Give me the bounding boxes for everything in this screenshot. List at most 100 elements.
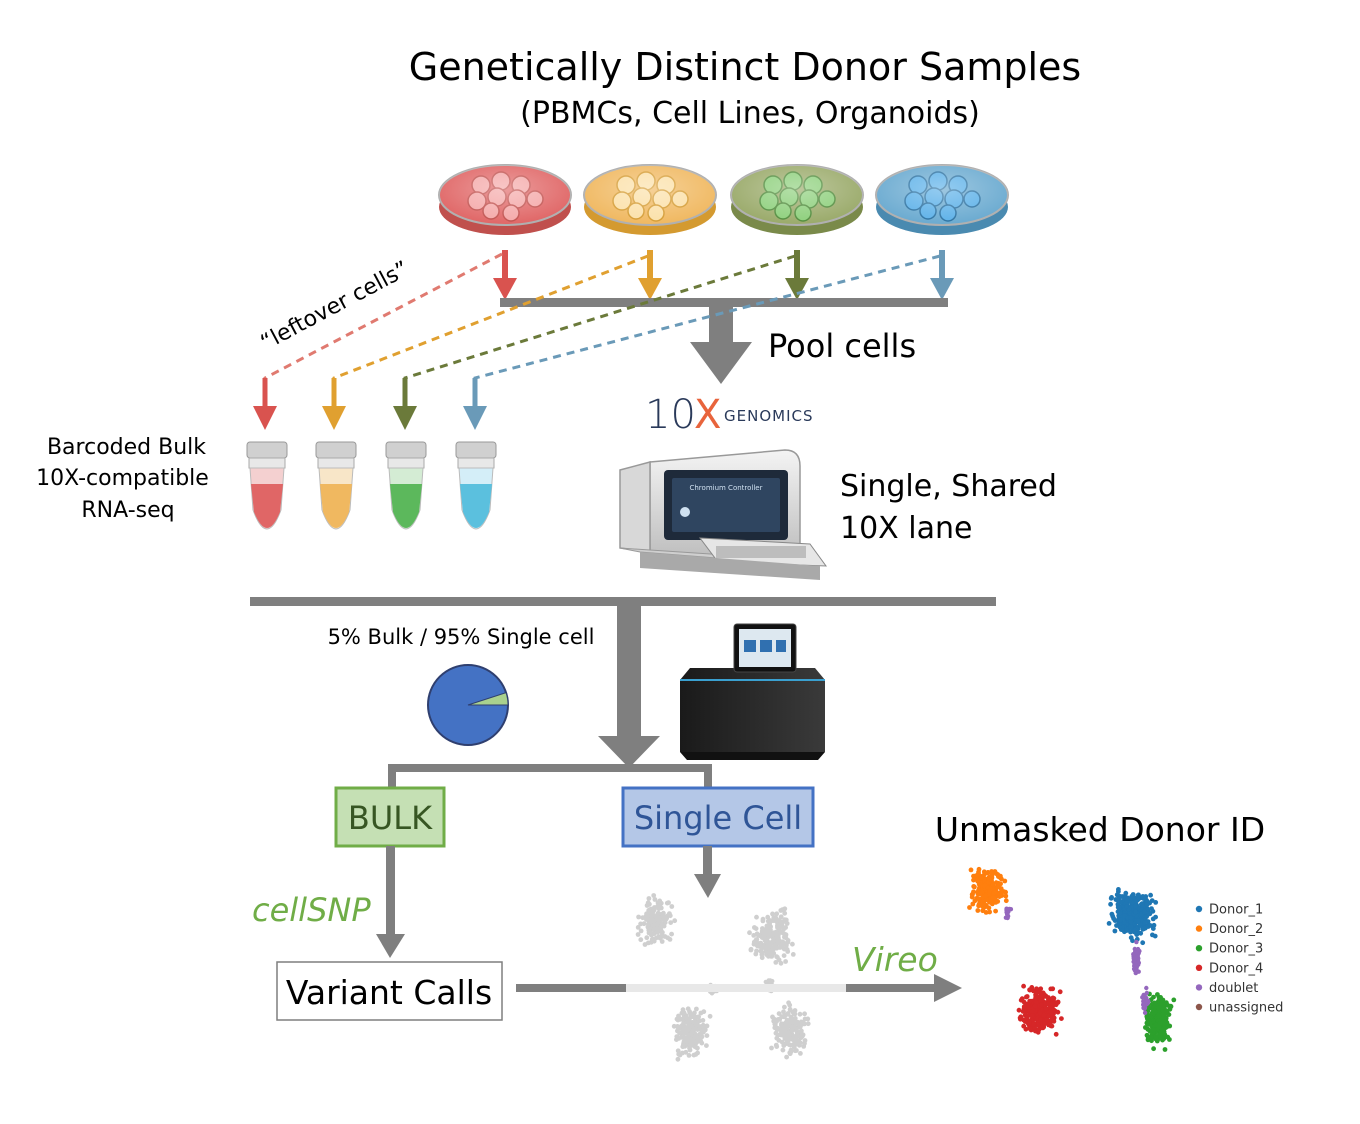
umap-point <box>1148 892 1153 898</box>
umap-point <box>667 913 673 919</box>
umap-point <box>987 909 992 915</box>
umap-point <box>762 935 767 941</box>
umap-point <box>1018 1014 1024 1020</box>
down-arrow-icon <box>930 250 954 300</box>
umap-point <box>975 878 980 884</box>
tube-arrows <box>253 378 487 430</box>
umap-point <box>1155 992 1160 997</box>
umap-point <box>1144 999 1150 1005</box>
umap-point <box>976 866 982 872</box>
sequencer-image <box>680 623 825 760</box>
umap-point <box>996 874 1001 879</box>
umap-point <box>781 1009 786 1015</box>
page-subtitle: (PBMCs, Cell Lines, Organoids) <box>520 96 980 131</box>
bulk-down-arrow-icon <box>376 846 405 958</box>
svg-text:Chromium Controller: Chromium Controller <box>689 484 762 492</box>
umap-point <box>704 1043 709 1048</box>
umap-point <box>674 1034 680 1039</box>
umap-point <box>1134 950 1139 955</box>
umap-point <box>635 925 641 930</box>
umap-point <box>664 900 670 906</box>
umap-point <box>1044 1017 1050 1023</box>
umap-point <box>641 921 647 927</box>
bulk-caption-line: 10X-compatible <box>36 466 209 491</box>
10x-genomics-logo: 10 X GENOMICS <box>645 392 813 438</box>
umap-point <box>983 893 989 899</box>
umap-point <box>1132 927 1138 933</box>
petri-dish-3 <box>730 164 864 235</box>
umap-point <box>802 1038 808 1043</box>
umap-point <box>675 1024 681 1030</box>
umap-point <box>1057 989 1063 995</box>
umap-point <box>791 1043 797 1049</box>
tube-1 <box>246 441 288 530</box>
umap-point <box>655 910 661 916</box>
petri-dish-4 <box>875 164 1009 235</box>
umap-point <box>1128 924 1134 929</box>
umap-point <box>968 867 974 873</box>
umap-point <box>783 1019 789 1025</box>
umap-point <box>764 944 770 949</box>
umap-point <box>760 916 766 922</box>
umap-point <box>1162 1047 1168 1052</box>
umap-point <box>786 1000 791 1006</box>
pool-cells-label: Pool cells <box>768 327 916 365</box>
umap-point <box>1048 1010 1054 1016</box>
umap-point <box>680 1007 686 1013</box>
umap-point <box>776 941 782 946</box>
umap-point <box>1140 894 1146 899</box>
umap-point <box>1148 1036 1154 1041</box>
umap-point <box>1124 897 1130 903</box>
umap-point <box>984 870 990 876</box>
umap-point <box>770 911 775 917</box>
umap-point <box>774 935 780 940</box>
umap-point <box>1038 997 1043 1003</box>
umap-point <box>774 945 780 951</box>
umap-point <box>769 1045 774 1051</box>
umap-point <box>765 914 771 920</box>
umap-point <box>1117 905 1122 911</box>
umap-point <box>1157 1033 1162 1038</box>
down-arrow-icon <box>253 378 277 430</box>
petri-dish-1 <box>438 164 572 235</box>
umap-point <box>774 954 779 959</box>
umap-point <box>1153 914 1158 920</box>
umap-point <box>702 1027 708 1033</box>
logo-mark: 10 <box>645 392 696 438</box>
umap-point <box>1171 997 1177 1003</box>
umap-point <box>774 911 780 917</box>
umap-point <box>692 1016 698 1022</box>
legend-swatch <box>1195 964 1203 971</box>
umap-point <box>1143 1025 1148 1030</box>
umap-point <box>754 931 760 937</box>
donor-umap-plot <box>967 866 1177 1052</box>
umap-point <box>646 927 652 933</box>
umap-point <box>1163 1025 1169 1030</box>
umap-point <box>1152 1009 1158 1015</box>
tube-3 <box>385 441 427 530</box>
umap-point <box>1152 933 1158 939</box>
umap-point <box>974 872 980 878</box>
umap-point <box>1130 893 1136 899</box>
umap-point <box>681 1039 687 1044</box>
umap-point <box>1053 1031 1059 1037</box>
umap-point <box>701 1009 707 1015</box>
umap-point <box>785 949 791 954</box>
umap-point <box>1153 900 1159 905</box>
umap-point <box>704 1033 710 1038</box>
dish-down-arrows <box>493 250 954 300</box>
umap-point <box>1136 969 1141 974</box>
umap-point <box>658 905 664 911</box>
umap-point <box>791 1011 797 1016</box>
umap-point <box>1161 1036 1167 1041</box>
umap-point <box>1124 928 1129 933</box>
umap-point <box>692 1034 698 1040</box>
cellsnp-label: cellSNP <box>252 891 371 929</box>
umap-point <box>993 908 998 914</box>
umap-point <box>1156 1024 1162 1030</box>
umap-point <box>640 915 646 921</box>
umap-point <box>697 1031 703 1037</box>
umap-point <box>638 937 644 943</box>
umap-point <box>1046 997 1051 1002</box>
